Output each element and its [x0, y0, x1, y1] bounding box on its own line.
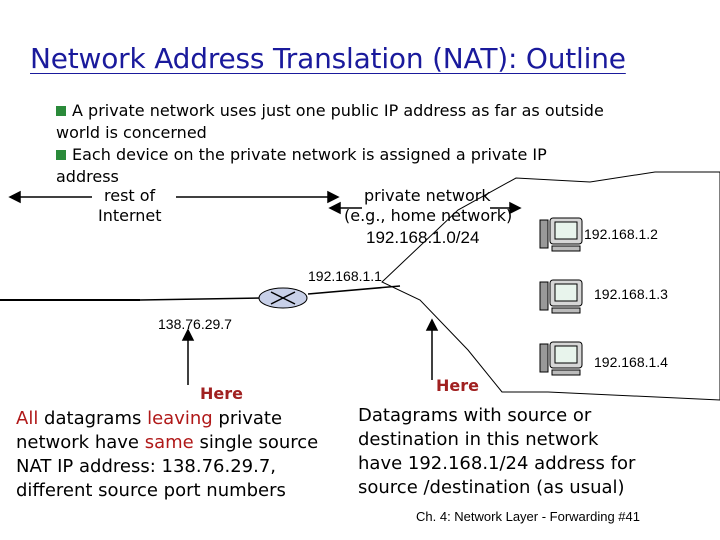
bullet-1: A private network uses just one public I… — [56, 100, 604, 122]
private-network-subnet: 192.168.1.0/24 — [366, 228, 480, 247]
bullet-marker-icon — [56, 106, 66, 116]
host-3-ip: 192.168.1.4 — [594, 354, 668, 370]
left-note-line-4: different source port numbers — [16, 480, 286, 501]
router-uplink — [139, 297, 263, 301]
private-network-arrow — [328, 201, 522, 215]
rest-of-internet-arrow — [8, 190, 340, 204]
left-note-line-3: NAT IP address: 138.76.29.7, — [16, 456, 276, 477]
private-network-label-2: (e.g., home network) — [344, 206, 513, 225]
bullet-marker-icon — [56, 150, 66, 160]
host-icon-1 — [539, 217, 583, 252]
left-here-arrow — [181, 328, 195, 385]
right-note-line-2: destination in this network — [358, 429, 599, 450]
host-2-ip: 192.168.1.3 — [594, 286, 668, 302]
bullet-1-cont: world is concerned — [56, 123, 207, 142]
right-here-label: Here — [436, 376, 479, 395]
rest-of-internet-label-2: Internet — [98, 206, 162, 225]
router-icon — [258, 287, 308, 309]
right-note-line-4: source /destination (as usual) — [358, 477, 625, 498]
slide-footer: Ch. 4: Network Layer - Forwarding #41 — [416, 509, 640, 524]
host-icon-2 — [539, 279, 583, 314]
router-lan-link — [307, 285, 401, 295]
right-note-line-1: Datagrams with source or — [358, 405, 592, 426]
router-public-ip: 138.76.29.7 — [158, 316, 232, 332]
bullet-2: Each device on the private network is as… — [56, 144, 547, 166]
host-icon-3 — [539, 341, 583, 376]
rest-of-internet-label-1: rest of — [104, 186, 156, 205]
bullet-1-line1: A private network uses just one public I… — [72, 101, 604, 120]
left-note-line-1: All datagrams leaving private — [16, 408, 283, 429]
bullet-2-cont: address — [56, 167, 119, 186]
private-network-label-1: private network — [364, 186, 491, 205]
left-note-line-2: network have same single source — [16, 432, 319, 453]
host-1-ip: 192.168.1.2 — [584, 226, 658, 242]
left-here-label: Here — [200, 384, 243, 403]
bullet-2-line1: Each device on the private network is as… — [72, 145, 547, 164]
router-private-ip: 192.168.1.1 — [308, 268, 382, 284]
right-note-line-3: have 192.168.1/24 address for — [358, 453, 636, 474]
slide-title: Network Address Translation (NAT): Outli… — [30, 42, 626, 75]
right-here-arrow — [425, 318, 439, 380]
